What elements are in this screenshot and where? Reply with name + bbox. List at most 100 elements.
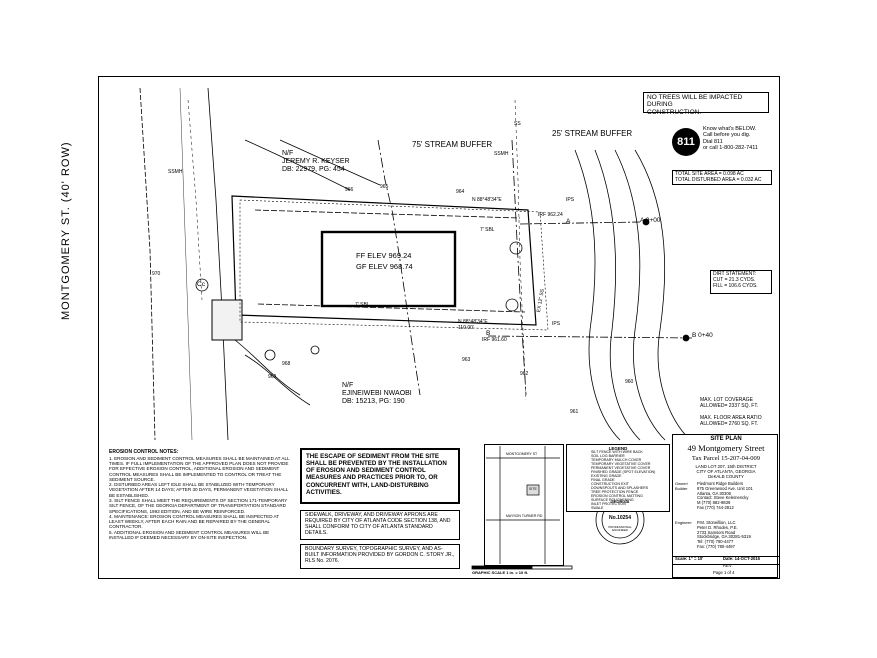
setback-label-north: 7' SBL	[480, 227, 495, 233]
title-rev: REV:	[723, 563, 733, 568]
legend-item: PERMANENT VEGETATIVE COVER	[591, 465, 651, 470]
gf-elev-label: GF ELEV 968.74	[356, 262, 413, 271]
engineer-label: Engineer:	[675, 520, 693, 525]
legend-item: SOIL LOG BARRIER	[591, 454, 625, 459]
title-parcel: Tax Parcel 15-207-04-009	[691, 455, 761, 462]
street-label: MONTGOMERY ST. (40' ROW)	[60, 141, 72, 320]
legend-item: INLET PROTECTION	[591, 501, 626, 506]
section-b-line	[487, 335, 693, 339]
ssmh-label-east: SSMH	[494, 151, 509, 157]
contour-east-3	[614, 149, 666, 441]
call-811-text: Know what's BELOW. Call before you dig. …	[703, 126, 758, 151]
legend-item: CONSTRUCTION EXIT	[591, 481, 629, 486]
vicinity-map	[484, 444, 564, 566]
legend-item: FINISHED GRADE (SPOT ELEVATION)	[591, 469, 656, 474]
legend-item: FINAL GRADE	[591, 477, 615, 482]
title-land-lot: LAND LOT 207, 15th DISTRICT CITY OF ATLA…	[695, 464, 757, 479]
vicinity-site: SITE	[529, 487, 537, 491]
section-b-marker	[682, 334, 690, 342]
buffer-75-line	[377, 139, 421, 396]
owner-info: Piedmont Ridge Builders 875 Greenwood Av…	[697, 481, 753, 511]
title-address: 49 Montgomery Street	[687, 443, 765, 453]
legend-item: SWALE	[591, 505, 604, 510]
vicinity-street-h1: MONTGOMERY ST	[506, 452, 538, 456]
sewer-line-west	[187, 99, 203, 301]
contour-west-1	[234, 339, 301, 396]
legend-item: SURFACE ROUGHENING	[591, 497, 634, 502]
contour-962-label: 962	[520, 371, 529, 377]
erosion-notes-title: EROSION CONTROL NOTES:	[109, 449, 179, 455]
contour-961-label: 961	[570, 409, 579, 415]
section-a-marker	[642, 218, 650, 226]
max-lot-coverage-note: MAX. LOT COVERAGE ALLOWED= 2337 SQ. FT.	[700, 397, 759, 409]
ips-label-north: IPS	[566, 197, 575, 203]
contour-east-4	[634, 149, 691, 441]
call-811-badge: 811	[672, 128, 700, 156]
tree-symbol	[264, 349, 276, 361]
setback-label-south: 7' SBL	[355, 302, 370, 308]
legend-item: DOWNSPOUTS AND SPLASHERS	[591, 485, 649, 490]
contour-963-label: 963	[462, 357, 471, 363]
title-scale: Scale: 1" = 10'	[675, 556, 704, 561]
seal-type: PROFESSIONAL ENGINEER	[608, 525, 632, 533]
engineer-info: P.M. Stoneillion, LLC Peter D. Rhodes, P…	[697, 520, 751, 550]
erosion-notes-box: EROSION CONTROL NOTES: 1. EROSION AND SE…	[106, 448, 296, 568]
graphic-scale-label: GRAPHIC SCALE 1 in. = 10 ft.	[472, 570, 529, 575]
dirt-statement-note: DIRT STATEMENT: CUT = 21.3 CYDS. FILL = …	[710, 270, 772, 294]
buffer-25-line	[511, 139, 527, 396]
contour-west-2	[244, 354, 311, 406]
max-floor-area-note: MAX. FLOOR AREA RATIO ALLOWED= 2760 SQ. …	[700, 415, 762, 427]
site-area-note: TOTAL SITE AREA = 0.098 AC TOTAL DISTURB…	[672, 170, 772, 185]
section-b-station: B 0+40	[692, 332, 713, 339]
vicinity-street-h2: MAYSON TURNER RD	[506, 514, 543, 518]
north-owner-label: N/F JEREMY R. KEYSER DB: 22979, PG: 454	[282, 150, 350, 174]
legend-item: EXISTING GRADE	[591, 473, 622, 478]
bearing-north: N 88°48'34"E	[472, 197, 502, 203]
house-footprint	[320, 230, 457, 308]
contour-east-1	[574, 149, 621, 441]
section-a-label: A	[566, 218, 571, 225]
bearing-south: N 88°48'34"E 110.00'	[458, 319, 488, 331]
cc-symbol	[195, 278, 209, 292]
section-b-label: B	[486, 330, 491, 337]
street-centerline	[179, 87, 193, 441]
boundary-note: BOUNDARY SURVEY, TOPOGRAPHIC SURVEY, AND…	[300, 544, 460, 569]
contour-east-2	[594, 149, 641, 441]
driveway	[211, 299, 243, 341]
ssmh-label-west: SSMH	[168, 169, 183, 175]
irf-label-north: IRF 962.24	[538, 212, 563, 218]
buffer-25-label: 25' STREAM BUFFER	[552, 129, 633, 138]
contour-960-label: 960	[625, 379, 634, 385]
setback-line-south	[257, 303, 526, 313]
title-site-plan: SITE PLAN	[710, 436, 742, 442]
title-scale-row: Scale: 1" = 10' Date: 14-OCT-2015	[673, 556, 779, 565]
tree-symbol	[509, 241, 523, 255]
vicinity-map-lines	[486, 446, 560, 564]
sidewalk-note: SIDEWALK, DRIVEWAY, AND DRIVEWAY APRONS …	[300, 510, 460, 540]
seal-number: No.10254	[609, 515, 631, 521]
buffer-75-label: 75' STREAM BUFFER	[412, 140, 493, 149]
contour-969-label: 969	[268, 374, 277, 380]
tree-symbol	[505, 298, 519, 312]
legend-item: TEMPORARY VEGETATIVE COVER	[591, 462, 651, 467]
title-block: SITE PLAN 49 Montgomery Street Tax Parce…	[672, 434, 779, 578]
erosion-notes-body: 1. EROSION AND SEDIMENT CONTROL MEASURES…	[109, 455, 290, 540]
silt-fence	[239, 199, 549, 331]
contour-966-label: 966	[345, 187, 354, 193]
contour-north-2	[279, 139, 381, 186]
title-date: Date: 14-OCT-2015	[723, 556, 761, 561]
cc-label: Cc	[197, 281, 205, 288]
tree-symbol	[310, 345, 320, 355]
lot-boundary	[231, 195, 537, 326]
legend-item: EROSION CONTROL MATTING	[591, 493, 643, 498]
ips-label-south: IPS	[552, 321, 561, 327]
seal-state: GEORGIA	[610, 499, 630, 504]
contour-964-label: 964	[456, 189, 465, 195]
call-811-block: 811 Know what's BELOW. Call before you d…	[672, 124, 774, 162]
sewer-line	[514, 99, 527, 401]
legend-list: SILT FENCE WITH WIRE BACK SOIL LOG BARRI…	[569, 450, 667, 510]
escape-sediment-note: THE ESCAPE OF SEDIMENT FROM THE SITE SHA…	[300, 448, 460, 504]
ff-elev-label: FF ELEV 969.24	[356, 251, 412, 260]
owner-label: Owner/ Builder	[675, 481, 688, 491]
